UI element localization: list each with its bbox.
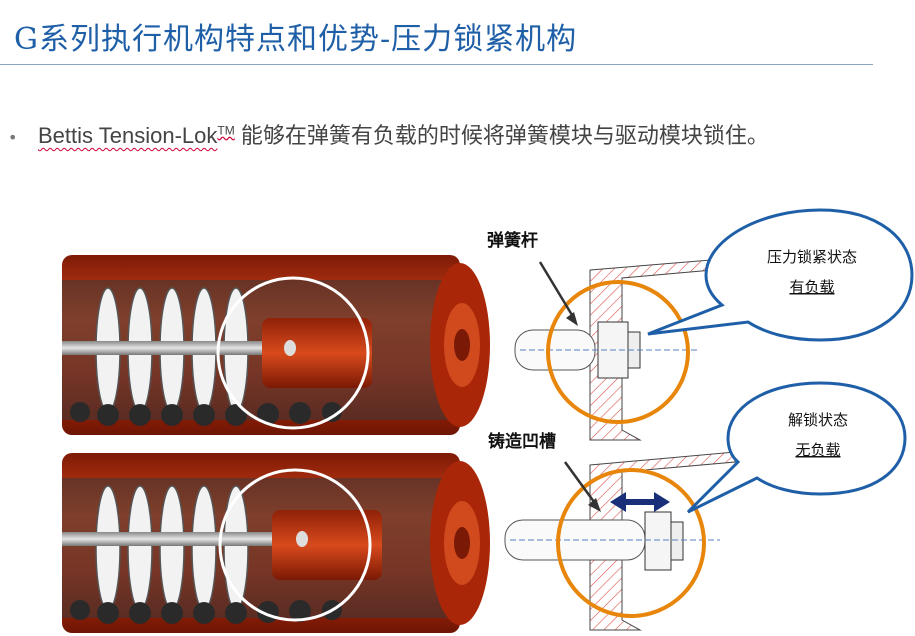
bullet-icon: • xyxy=(8,127,18,147)
bullet-description: 能够在弹簧有负载的时候将弹簧模块与驱动模块锁住。 xyxy=(234,123,769,148)
bullet-item: • Bettis Tension-LokTM 能够在弹簧有负载的时候将弹簧模块与驱… xyxy=(8,118,769,150)
callout-locked-sub: 有负载 xyxy=(789,278,834,296)
locked-detail-drawing xyxy=(514,257,736,441)
lower-cylinder xyxy=(62,453,490,633)
label-cast-groove: 铸造凹槽 xyxy=(488,431,556,452)
callout-locked: 压力锁紧状态 有负载 xyxy=(647,208,914,342)
gap-double-arrow xyxy=(610,492,670,512)
label-spring-rod: 弹簧杆 xyxy=(487,230,538,251)
upper-cylinder xyxy=(62,255,490,435)
title-divider xyxy=(0,64,873,65)
callout-unlocked-sub: 无负载 xyxy=(795,441,840,459)
slide-title: G系列执行机构特点和优势-压力锁紧机构 xyxy=(14,22,578,57)
callout-unlocked-title: 解锁状态 xyxy=(788,411,848,429)
tension-lok-illustration: 弹簧杆 铸造凹槽 压力锁紧状态 有负载 解锁状态 无负载 xyxy=(62,208,914,633)
unlocked-detail-drawing xyxy=(504,451,736,631)
trademark-mark: TM xyxy=(217,123,235,138)
product-name: Bettis Tension-Lok xyxy=(38,123,218,148)
callout-locked-title: 压力锁紧状态 xyxy=(767,248,857,266)
bullet-text: Bettis Tension-LokTM 能够在弹簧有负载的时候将弹簧模块与驱动… xyxy=(38,123,769,148)
callout-unlocked: 解锁状态 无负载 xyxy=(686,381,907,514)
